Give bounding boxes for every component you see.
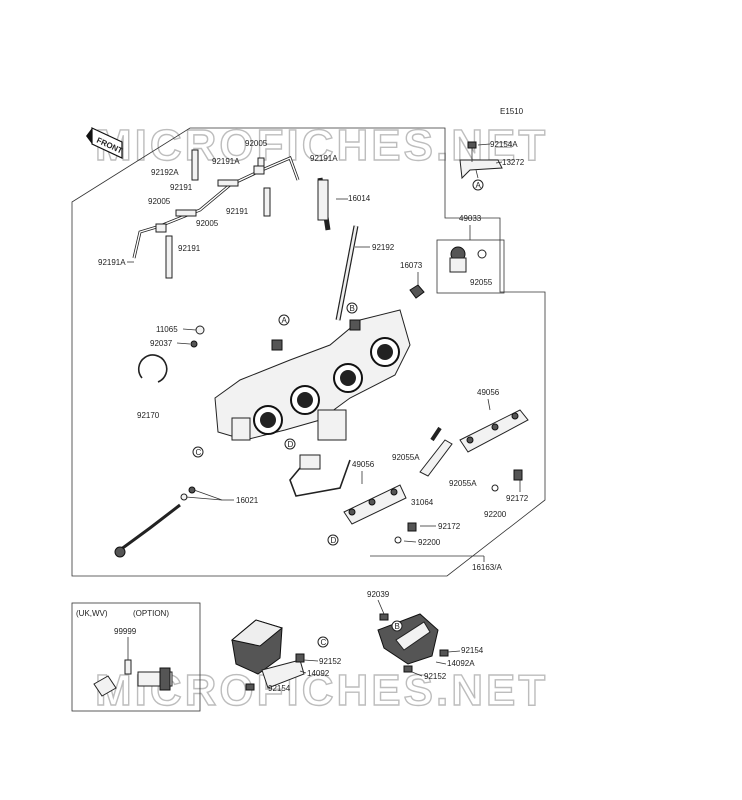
callout-A1: A xyxy=(472,179,484,191)
label-92191-a: 92191 xyxy=(170,183,193,192)
label-92200-b: 92200 xyxy=(418,538,441,547)
vacuum-hoses xyxy=(132,149,359,321)
label-92154-b: 92154 xyxy=(461,646,484,655)
label-92005-c: 92005 xyxy=(196,219,219,228)
label-92191-b: 92191 xyxy=(178,244,201,253)
label-14092A: 14092A xyxy=(447,659,475,668)
label-92005-top: 92005 xyxy=(245,139,268,148)
sensor-cable xyxy=(289,459,351,497)
label-11065: 11065 xyxy=(156,325,178,334)
fuel-rails xyxy=(343,409,529,525)
callout-A2: A xyxy=(278,314,290,326)
label-92037: 92037 xyxy=(150,339,173,348)
cable-16021 xyxy=(119,503,181,552)
svg-text:A: A xyxy=(282,316,288,325)
callout-D2: D xyxy=(327,534,339,546)
label-16163A: 16163/A xyxy=(472,563,502,572)
label-92055A-b: 92055A xyxy=(449,479,477,488)
svg-text:C: C xyxy=(321,638,327,647)
label-92005-b: 92005 xyxy=(148,197,171,206)
label-49056-b: 49056 xyxy=(352,460,375,469)
svg-text:B: B xyxy=(350,304,355,313)
label-92191A-b: 92191A xyxy=(310,154,338,163)
label-92170: 92170 xyxy=(137,411,160,420)
label-92191A-c: 92191A xyxy=(98,258,126,267)
label-16014: 16014 xyxy=(348,194,371,203)
label-92055A-a: 92055A xyxy=(392,453,420,462)
part-92037 xyxy=(190,340,198,348)
grommet xyxy=(114,546,126,558)
svg-text:A: A xyxy=(476,181,482,190)
label-13272: 13272 xyxy=(502,158,525,167)
callout-C2: C xyxy=(317,636,329,648)
option-left-label: (UK,WV) xyxy=(76,609,108,618)
label-92152-b: 92152 xyxy=(424,672,447,681)
callout-B1: B xyxy=(346,302,358,314)
label-92172-a: 92172 xyxy=(506,494,529,503)
label-92192: 92192 xyxy=(372,243,395,252)
label-92191A-a: 92191A xyxy=(212,157,240,166)
label-49056-a: 49056 xyxy=(477,388,500,397)
option-box xyxy=(71,602,201,712)
svg-text:B: B xyxy=(395,622,400,631)
sensor-49033 xyxy=(409,246,487,299)
rod-16014 xyxy=(317,179,329,221)
label-92152-a: 92152 xyxy=(319,657,342,666)
svg-text:C: C xyxy=(196,448,202,457)
label-16073: 16073 xyxy=(400,261,423,270)
svg-text:D: D xyxy=(331,536,337,545)
part-11065 xyxy=(195,325,205,335)
svg-text:D: D xyxy=(288,440,294,449)
option-connector xyxy=(93,659,173,697)
label-92154A: 92154A xyxy=(490,140,518,149)
label-92200-a: 92200 xyxy=(484,510,507,519)
main-assembly-outline xyxy=(71,127,546,577)
sensor-connector xyxy=(299,454,321,470)
throttle-body-assembly xyxy=(214,309,411,441)
callout-B2: B xyxy=(391,620,403,632)
label-92191-c: 92191 xyxy=(226,207,249,216)
label-14092: 14092 xyxy=(307,669,330,678)
callout-D1: D xyxy=(284,438,296,450)
label-92039: 92039 xyxy=(367,590,390,599)
diagram-code: E1510 xyxy=(500,107,524,116)
bracket-14092A xyxy=(377,613,449,673)
label-92154-a: 92154 xyxy=(268,684,291,693)
sensor-box-49033 xyxy=(436,239,505,294)
label-92055: 92055 xyxy=(470,278,493,287)
label-16021: 16021 xyxy=(236,496,259,505)
cover-14092 xyxy=(230,619,305,691)
bracket-13272 xyxy=(459,141,503,180)
label-49033: 49033 xyxy=(459,214,482,223)
label-92192A: 92192A xyxy=(151,168,179,177)
clip-92170 xyxy=(137,354,168,383)
option-right-label: (OPTION) xyxy=(133,609,169,618)
callout-C1: C xyxy=(192,446,204,458)
label-31064: 31064 xyxy=(411,498,434,507)
label-92172-b: 92172 xyxy=(438,522,461,531)
label-99999: 99999 xyxy=(114,627,137,636)
